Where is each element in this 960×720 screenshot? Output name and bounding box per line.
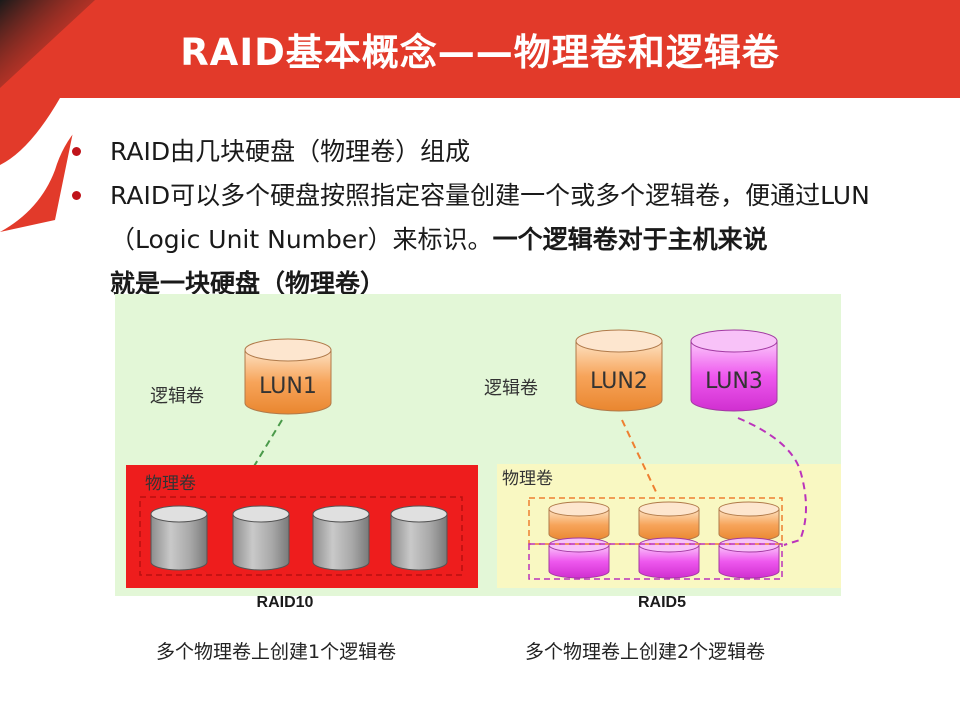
bullet-1: RAID由几块硬盘（物理卷）组成 — [72, 130, 892, 174]
left-logical-label: 逻辑卷 — [150, 386, 204, 407]
bullet-dot — [72, 147, 81, 156]
raid5-stripe-bottom — [548, 537, 610, 579]
physical-disk — [150, 505, 208, 571]
lun3-connector — [737, 417, 807, 546]
raid5-stripe-top — [548, 501, 610, 542]
raid10-dashed-group — [139, 496, 463, 576]
lun1-cylinder: LUN1 — [244, 338, 332, 415]
raid5-orange-dashed-group — [528, 497, 783, 545]
bullet-1-text: RAID由几块硬盘（物理卷）组成 — [110, 137, 471, 166]
raid5-stripe-top — [718, 501, 780, 542]
bullet-2: RAID可以多个硬盘按照指定容量创建一个或多个逻辑卷，便通过LUN（Logic … — [72, 174, 892, 306]
slide-title: RAID基本概念——物理卷和逻辑卷 — [180, 31, 780, 74]
raid5-stripe-bottom — [638, 537, 700, 579]
right-caption: 多个物理卷上创建2个逻辑卷 — [525, 641, 766, 663]
lun2-cylinder: LUN2 — [575, 329, 663, 412]
physical-disk — [232, 505, 290, 571]
lun2-connector — [621, 419, 659, 497]
left-physical-label: 物理卷 — [145, 474, 196, 494]
raid5-stripe-bottom — [718, 537, 780, 579]
physical-disk — [390, 505, 448, 571]
lun1-label: LUN1 — [259, 374, 317, 399]
raid5-magenta-dashed-group — [528, 543, 783, 580]
raid5-stripe-top — [638, 501, 700, 542]
raid5-label: RAID5 — [638, 594, 686, 611]
right-physical-label: 物理卷 — [502, 469, 553, 489]
physical-disk — [312, 505, 370, 571]
bullet-2-last-line: 就是一块硬盘（物理卷） — [110, 269, 386, 298]
corner-dark-shade — [0, 0, 95, 88]
right-logical-label: 逻辑卷 — [484, 378, 538, 399]
lun2-label: LUN2 — [590, 369, 648, 394]
lun3-cylinder: LUN3 — [690, 329, 778, 412]
lun3-label: LUN3 — [705, 369, 763, 394]
bullet-list: RAID由几块硬盘（物理卷）组成 RAID可以多个硬盘按照指定容量创建一个或多个… — [72, 130, 892, 306]
raid10-label: RAID10 — [257, 594, 314, 611]
bullet-2-continuation: 一个逻辑卷对于主机来说 — [492, 225, 768, 254]
bullet-2-text: RAID可以多个硬盘按照指定容量创建一个或多个逻辑卷，便通过LUN（Logic … — [110, 181, 870, 254]
header-bar — [0, 0, 960, 98]
bullet-dot — [72, 191, 81, 200]
left-caption: 多个物理卷上创建1个逻辑卷 — [156, 641, 397, 663]
header-white-curve — [0, 98, 120, 232]
